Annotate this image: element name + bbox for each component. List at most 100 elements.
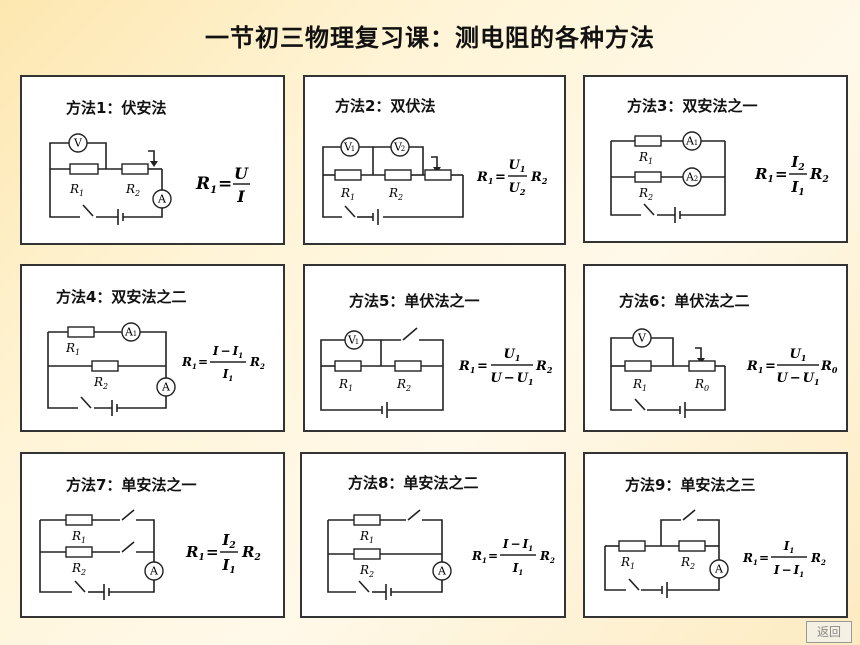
resistor-icon — [634, 135, 662, 147]
svg-text:R1: R1 — [65, 341, 80, 357]
svg-text:1: 1 — [133, 330, 137, 338]
formula: R1 = I1 I−I1 R2 — [742, 539, 826, 579]
svg-text:=: = — [765, 359, 776, 374]
voltmeter-icon: V — [68, 133, 88, 153]
svg-text:A: A — [685, 135, 695, 148]
svg-text:=: = — [206, 543, 219, 561]
resistor-icon — [394, 360, 422, 372]
svg-text:U1: U1 — [509, 158, 526, 174]
svg-text:2: 2 — [694, 175, 698, 183]
svg-text:1: 1 — [694, 139, 698, 147]
svg-text:V: V — [347, 334, 357, 347]
formula: R1 = U1 U−U1 R2 — [458, 347, 553, 387]
panel-title: 方法4：双安法之二 — [56, 288, 187, 306]
svg-text:R2: R2 — [93, 375, 108, 391]
svg-text:R1: R1 — [471, 549, 487, 565]
rheostat-icon — [424, 169, 452, 181]
ammeter-icon: A — [144, 561, 164, 581]
svg-text:V: V — [73, 137, 83, 150]
panel-method-7: 方法7：单安法之一 A R1 R2 R1 = I2 I1 R2 — [20, 452, 285, 618]
svg-text:R2: R2 — [359, 563, 374, 579]
ammeter-icon: A — [156, 377, 176, 397]
svg-text:R1: R1 — [338, 377, 353, 393]
svg-text:U−U1: U−U1 — [776, 371, 819, 387]
svg-text:I1: I1 — [790, 178, 804, 198]
circuit — [47, 331, 167, 416]
svg-text:I2: I2 — [790, 153, 804, 173]
circuit — [322, 146, 464, 225]
resistor-icon — [65, 546, 93, 558]
formula: R1 = U1 U−U1 R0 — [746, 347, 838, 387]
label-r2: R2 — [125, 182, 140, 198]
resistor-icon — [65, 514, 93, 526]
panel-title: 方法8：单安法之二 — [348, 474, 479, 492]
svg-text:R1: R1 — [742, 551, 758, 567]
svg-text:R2: R2 — [396, 377, 411, 393]
svg-text:R2: R2 — [249, 355, 265, 371]
svg-text:I: I — [236, 187, 245, 206]
resistor-icon — [618, 540, 646, 552]
svg-text:1: 1 — [351, 145, 355, 153]
svg-text:U1: U1 — [790, 347, 807, 363]
panel-method-6: 方法6：单伏法之二 V R1 R0 R1 = U1 U−U1 R0 — [583, 264, 848, 432]
panel-title: 方法3：双安法之一 — [627, 97, 758, 115]
rheostat-icon — [688, 360, 716, 372]
back-button[interactable]: 返回 — [806, 621, 852, 643]
resistor-icon — [678, 540, 706, 552]
svg-text:R2: R2 — [809, 165, 829, 185]
svg-text:R1: R1 — [632, 377, 647, 393]
resistor-icon — [634, 171, 662, 183]
svg-text:R1: R1 — [181, 355, 197, 371]
label-r1: R1 — [69, 182, 84, 198]
svg-text:I−I1: I−I1 — [212, 344, 243, 360]
circuit — [327, 509, 443, 600]
panel-title: 方法6：单伏法之二 — [619, 292, 750, 310]
svg-text:2: 2 — [401, 145, 405, 153]
svg-text:R2: R2 — [388, 186, 403, 202]
svg-text:I1: I1 — [222, 367, 234, 383]
svg-text:R1: R1 — [71, 529, 86, 545]
svg-text:U: U — [234, 164, 249, 183]
circuit — [39, 509, 155, 600]
svg-text:A: A — [685, 171, 695, 184]
voltmeter-icon: V1 — [340, 137, 360, 157]
svg-text:A: A — [161, 381, 171, 394]
svg-text:U−U1: U−U1 — [490, 371, 533, 387]
svg-text:R2: R2 — [241, 543, 261, 563]
circuit — [604, 509, 720, 598]
panel-title: 方法9：单安法之三 — [625, 476, 756, 494]
svg-text:=: = — [759, 551, 769, 565]
resistor-icon — [67, 326, 95, 338]
svg-text:R0: R0 — [820, 359, 838, 375]
panel-method-9: 方法9：单安法之三 A R1 R2 R1 = I1 I−I1 R2 — [583, 452, 848, 618]
svg-text:R2: R2 — [638, 186, 653, 202]
svg-text:I1: I1 — [783, 539, 795, 555]
svg-text:A: A — [124, 326, 134, 339]
circuit — [320, 327, 444, 418]
page-title: 一节初三物理复习课：测电阻的各种方法 — [205, 24, 655, 52]
circuit — [610, 140, 726, 223]
resistor-icon — [91, 360, 119, 372]
formula: R1 = I−I1 I1 R2 — [181, 344, 265, 383]
resistor-icon — [384, 169, 412, 181]
svg-text:V: V — [393, 141, 403, 154]
svg-text:R1: R1 — [638, 150, 653, 166]
svg-text:A: A — [437, 565, 447, 578]
svg-text:=: = — [775, 165, 788, 183]
svg-text:R1: R1 — [359, 529, 374, 545]
svg-text:I2: I2 — [221, 531, 235, 551]
svg-text:R2: R2 — [680, 555, 695, 571]
svg-text:R1: R1 — [195, 174, 217, 196]
svg-text:R1: R1 — [754, 165, 774, 185]
resistor-icon — [334, 169, 362, 181]
circuit — [49, 142, 163, 225]
svg-text:I1: I1 — [221, 556, 235, 576]
svg-text:R1: R1 — [620, 555, 635, 571]
